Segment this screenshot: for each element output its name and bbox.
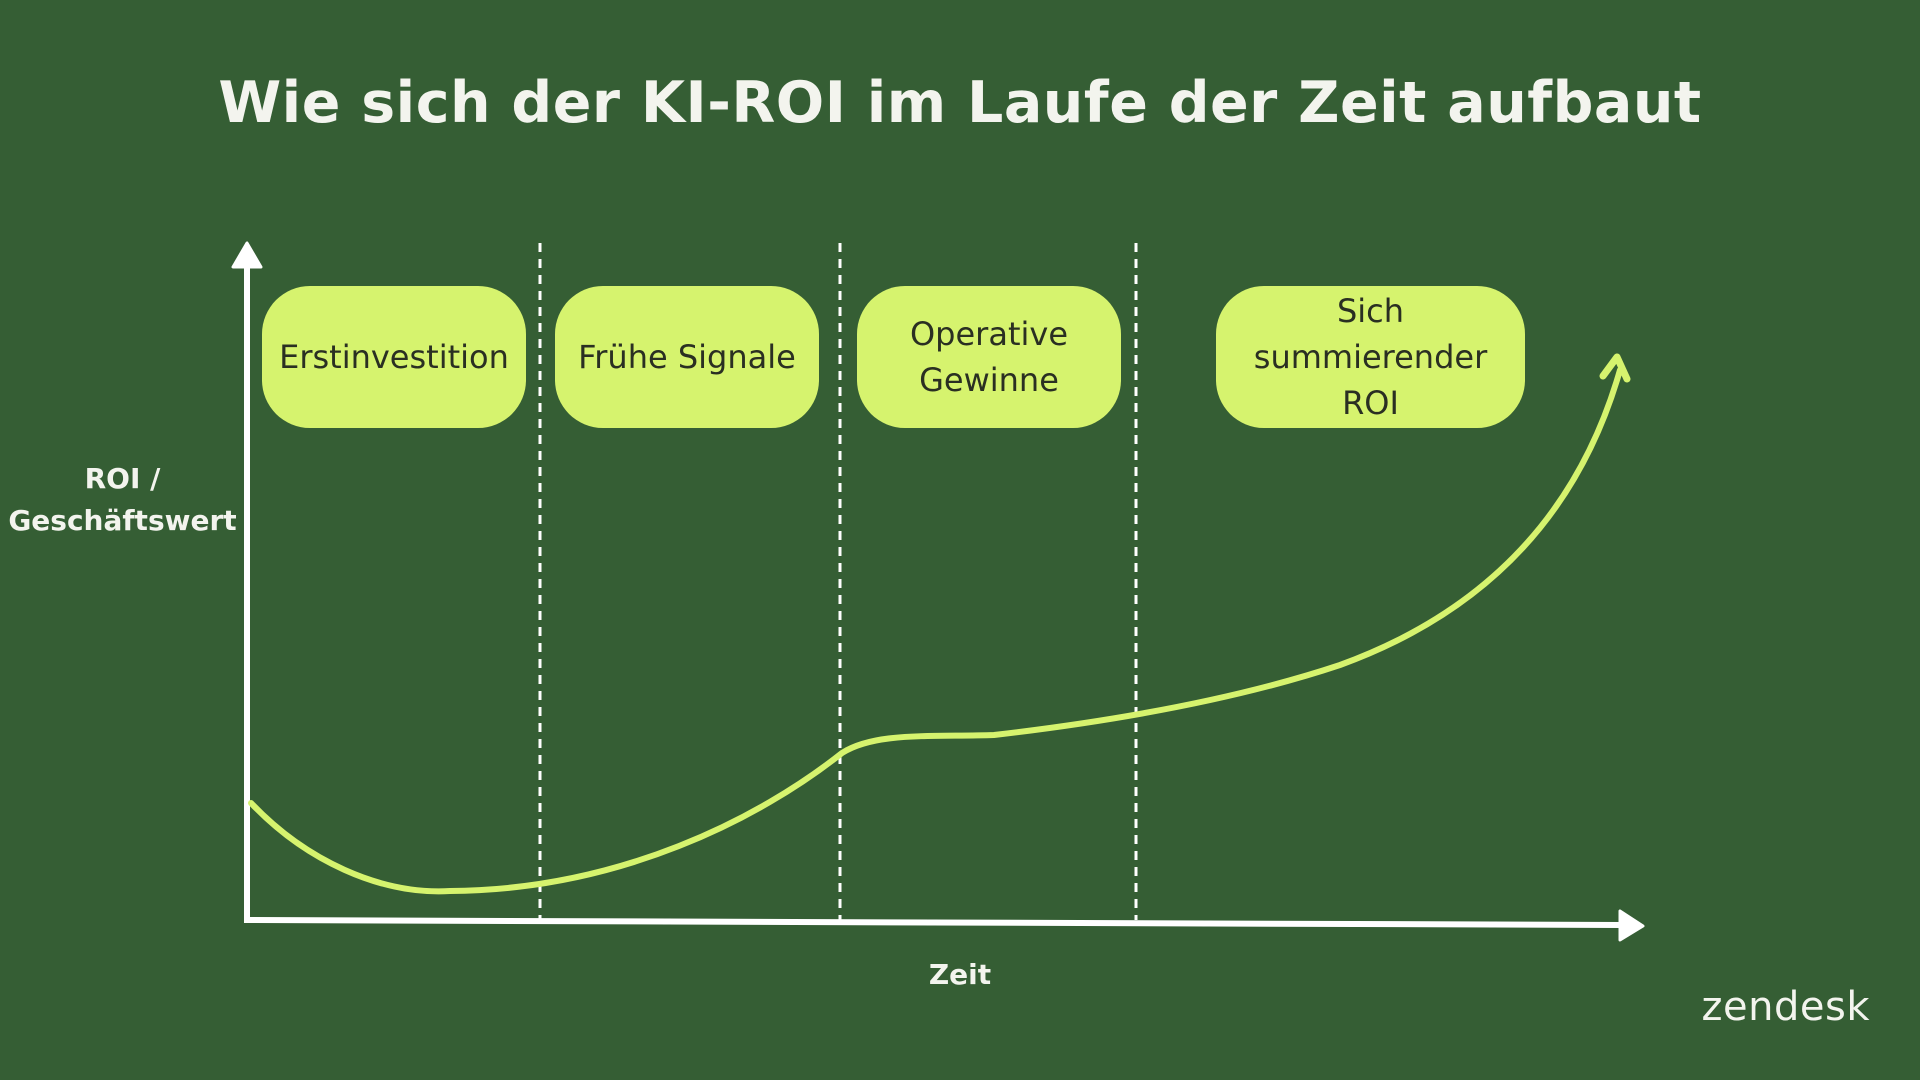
x-axis-label: Zeit: [928, 958, 992, 991]
phase-box-operative-gewinne: Operative Gewinne: [857, 286, 1121, 428]
phase-box-fruehe-signale: Frühe Signale: [555, 286, 819, 428]
zendesk-logo: zendesk: [1701, 984, 1870, 1030]
x-axis: [243, 917, 1623, 928]
y-axis-label: ROI / Geschäftswert: [8, 462, 237, 537]
x-axis-arrowhead: [1618, 909, 1645, 942]
page-title: Wie sich der KI-ROI im Laufe der Zeit au…: [218, 70, 1702, 136]
phase-box-erstinvestition: Erstinvestition: [262, 286, 526, 428]
y-axis-arrowhead: [231, 241, 263, 269]
roi-curve: [248, 367, 1623, 895]
roi-curve-arrowhead: [1599, 353, 1631, 383]
phase-box-summierender-roi: Sich summierender ROI: [1216, 286, 1525, 428]
